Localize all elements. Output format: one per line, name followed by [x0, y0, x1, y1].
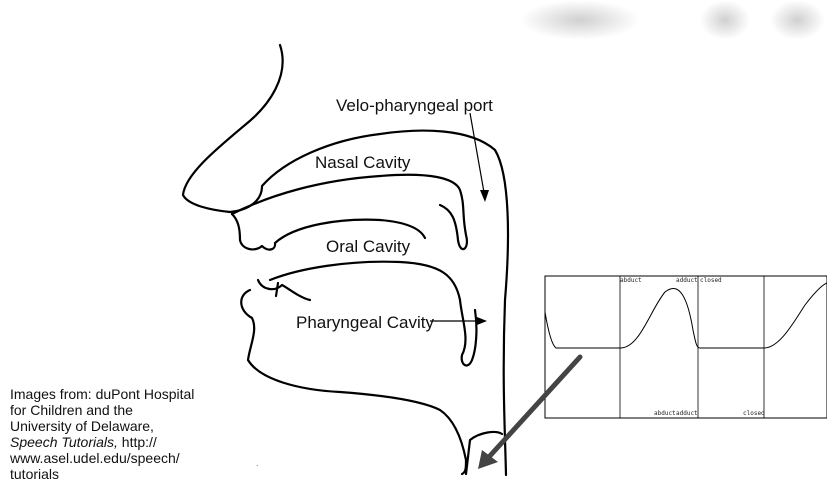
nasal-cavity-label: Nasal Cavity — [315, 153, 410, 173]
credit-line-3: University of Delaware, — [10, 418, 220, 434]
credit-line-2: for Children and the — [10, 402, 220, 418]
wave-bottom-label-closed: closed — [743, 410, 765, 417]
credit-line-1: Images from: duPont Hospital — [10, 386, 220, 402]
wave-top-label-abduct: abduct — [620, 277, 642, 284]
small-dot: . — [256, 459, 259, 468]
velo-port-arrow — [470, 113, 485, 198]
credit-title: Speech Tutorials, — [10, 434, 118, 450]
lower-lip-outline — [258, 280, 310, 300]
waveform-panel — [545, 276, 827, 418]
pharyngeal-cavity-label: Pharyngeal Cavity — [296, 313, 434, 333]
wave-bottom-label-adduct: adduct — [676, 410, 698, 417]
credit-line-5: www.asel.udel.edu/speech/ — [10, 450, 220, 466]
credit-line-6: tutorials — [10, 466, 220, 482]
credit-line-4: Speech Tutorials, http:// — [10, 434, 220, 450]
oral-cavity-label: Oral Cavity — [326, 237, 410, 257]
credit-http: http:// — [118, 434, 157, 450]
wave-bottom-label-abduct: abduct — [654, 410, 676, 417]
velo-pharyngeal-port-label: Velo-pharyngeal port — [336, 96, 493, 116]
wave-top-label-closed: closed — [700, 277, 722, 284]
pharyngeal-arrowhead — [477, 317, 487, 325]
image-credit: Images from: duPont Hospital for Childre… — [10, 386, 220, 482]
wave-top-label-adduct: adduct — [676, 277, 698, 284]
velo-port-arrowhead — [480, 190, 489, 202]
